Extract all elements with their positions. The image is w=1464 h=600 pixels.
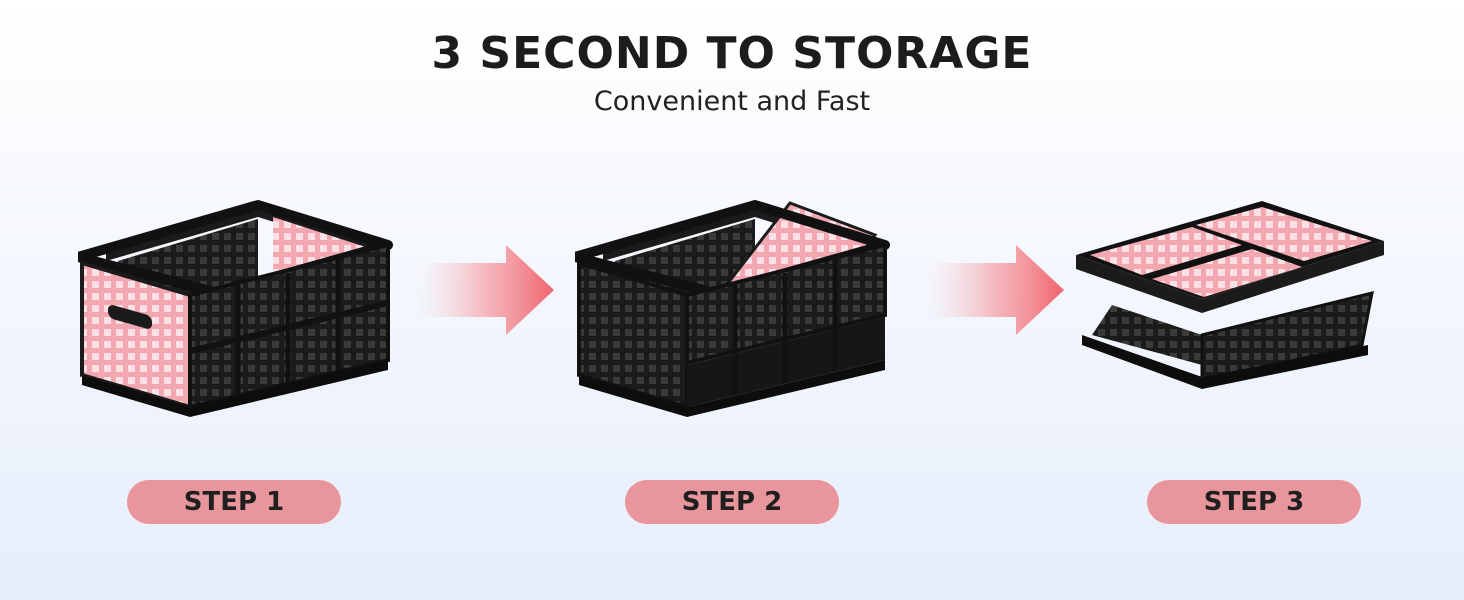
step-3-label: STEP 3 (1147, 480, 1361, 524)
crate-step-2-image (575, 200, 890, 417)
arrow-right-icon (928, 245, 1064, 335)
page-subtitle: Convenient and Fast (593, 86, 871, 117)
arrow-right-icon (418, 245, 554, 335)
step-2-label: STEP 2 (625, 480, 839, 524)
page-title: 3 SECOND TO STORAGE (431, 28, 1033, 79)
crate-step-3-image (1076, 201, 1384, 389)
crate-step-1-image (78, 200, 393, 417)
step-1-label: STEP 1 (127, 480, 341, 524)
